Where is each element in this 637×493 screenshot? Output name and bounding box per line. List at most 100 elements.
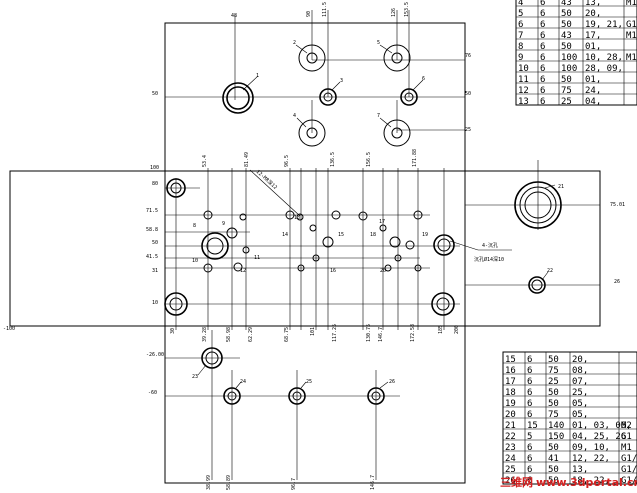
table-bottom-cell: 5 <box>527 432 532 442</box>
table-top-cell: 6 <box>540 0 545 8</box>
dim-left-upper-0: 50 <box>152 91 158 97</box>
table-top-cell: 17, <box>585 31 601 41</box>
table-top-cell: 7 <box>518 31 523 41</box>
table-top-cell: 04, <box>585 97 601 107</box>
dim-right-2: 25 <box>465 127 471 133</box>
table-bottom-cell: 01, 03, 06, <box>572 421 632 431</box>
table-bottom-cell: 75 <box>548 410 559 420</box>
table-bottom-cell: G1/ <box>621 465 637 475</box>
table-top-cell: 100 <box>561 53 577 63</box>
hole-label-19: 19 <box>422 232 428 238</box>
hole-label-14: 14 <box>282 232 288 238</box>
dim-top-3: 126 <box>391 8 397 17</box>
dim-bottom1-11: 200 <box>454 325 460 334</box>
table-top-cell: 01, <box>585 42 601 52</box>
table-top-cell: 6 <box>540 75 545 85</box>
table-top-cell: M1 <box>626 0 637 8</box>
dims-mid-top: 53.4 81.49 96.5 136.5 156.5 171.88 <box>202 149 418 167</box>
table-bottom-cell: 05, <box>572 410 588 420</box>
hole-label-6: 6 <box>422 76 425 82</box>
table-top-cell: 01, <box>585 75 601 85</box>
table-bottom-cell: 6 <box>527 377 532 387</box>
table-bottom-cell: 75 <box>548 366 559 376</box>
table-bottom-cell: 50 <box>548 388 559 398</box>
table-top-cell: 19, 21, <box>585 20 623 30</box>
dim-bottom1-1: 39.28 <box>202 327 208 342</box>
table-bottom-cell: 17 <box>505 377 516 387</box>
hole-label-17: 17 <box>379 219 385 225</box>
hole-label-11: 11 <box>254 255 260 261</box>
table-bottom-cell: 25, <box>572 388 588 398</box>
table-top-cell: 20, <box>585 9 601 19</box>
table-top-cell: 13 <box>518 97 529 107</box>
table-bottom-cell: 21 <box>505 421 516 431</box>
table-top-cell: 6 <box>540 64 545 74</box>
table-top-cell: 6 <box>540 97 545 107</box>
hole-label-7: 7 <box>377 113 380 119</box>
dim-left-lower-1: 80 <box>152 181 158 187</box>
table-bottom-cell: 50 <box>548 399 559 409</box>
dim-bottom1-8: 146.7 <box>378 327 384 342</box>
table-top-cell: 50 <box>561 20 572 30</box>
table-top-cell: 6 <box>540 20 545 30</box>
table-top-cell: 11 <box>518 75 529 85</box>
hole-label-10: 10 <box>192 258 198 264</box>
table-bottom-cell: 12, 22, <box>572 454 610 464</box>
hole-label-21: 21 <box>558 184 564 190</box>
leader-lines <box>197 44 556 389</box>
top-dim-lines <box>165 10 465 133</box>
dim-bottom1-3: 62.29 <box>248 327 254 342</box>
table-top-cell: 25 <box>561 97 572 107</box>
hole-label-22: 22 <box>547 268 553 274</box>
dim-mid-top-4: 156.5 <box>366 152 372 167</box>
hole-label-24: 24 <box>240 379 246 385</box>
table-bottom-cell: 19 <box>505 399 516 409</box>
hole-label-25: 25 <box>306 379 312 385</box>
table-bottom-cell: 25 <box>505 465 516 475</box>
table-top-cell: 6 <box>540 86 545 96</box>
table-top-cell: 28, 09, <box>585 64 623 74</box>
dim-bottom2-3: 146.7 <box>370 475 376 490</box>
dim-top-4: 153.5 <box>404 2 410 17</box>
table-bottom-cell: 24 <box>505 454 516 464</box>
table-bottom-cell: 22 <box>505 432 516 442</box>
table-bottom-cell: 20, <box>572 355 588 365</box>
table-top-cell: 75 <box>561 86 572 96</box>
dim-left-lower-7: 10 <box>152 300 158 306</box>
lower-holes <box>201 347 385 405</box>
hole-label-8: 8 <box>193 223 196 229</box>
hole-label-20: 20 <box>380 268 386 274</box>
dim-mid-top-3: 136.5 <box>330 152 336 167</box>
table-top-cell: 6 <box>540 53 545 63</box>
dim-left-lower-5: 41.5 <box>146 254 158 260</box>
dim-top-2: 111.5 <box>322 2 328 17</box>
table-bottom-cell: 150 <box>548 432 564 442</box>
table-bottom-cell: 07, <box>572 377 588 387</box>
dim-far-0: -100 <box>3 326 15 332</box>
hole-label-26: 26 <box>389 379 395 385</box>
table-bottom-cell: M2 <box>621 421 632 431</box>
dim-left-lower-2: 71.5 <box>146 208 158 214</box>
table-bottom-cell: 6 <box>527 388 532 398</box>
table-bottom-cell: 18, 22, <box>572 476 610 486</box>
table-bottom-cell: 6 <box>527 410 532 420</box>
table-top-cell: 12 <box>518 86 529 96</box>
dim-left-lower-0: 100 <box>150 165 159 171</box>
hole-label-16: 16 <box>330 268 336 274</box>
table-bottom-cell: 50 <box>548 443 559 453</box>
dim-left-lower-3: 58.8 <box>146 227 158 233</box>
table-bottom-cell: 15 <box>505 355 516 365</box>
table-bottom-cell: 6 <box>527 454 532 464</box>
dim-left-lower-6: 31 <box>152 268 158 274</box>
dim-bottom2-1: 58.89 <box>226 475 232 490</box>
dim-bottom1-5: 101 <box>310 327 316 336</box>
hole-label-15: 15 <box>338 232 344 238</box>
table-bottom-cell: 15 <box>527 421 538 431</box>
dim-far-2: 26 <box>614 279 620 285</box>
table-bottom-cell: 25 <box>548 377 559 387</box>
dim-top-0: 48 <box>231 13 237 19</box>
table-top-cell: 24, <box>585 86 601 96</box>
dim-bottom1-7: 130.75 <box>366 324 372 342</box>
hole-label-9: 9 <box>222 221 225 227</box>
dim-bottom1-6: 117.25 <box>332 324 338 342</box>
